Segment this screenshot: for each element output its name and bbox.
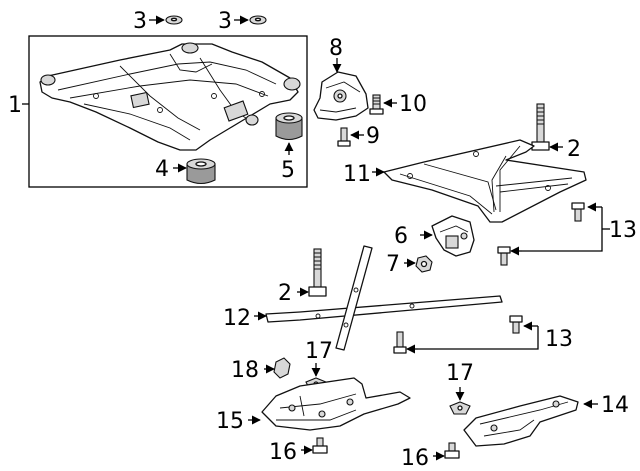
bolt-part-2b — [308, 248, 327, 297]
leader-13a-bracket — [522, 207, 603, 252]
callout-10: 10 — [399, 92, 427, 117]
callout-2b: 2 — [278, 281, 292, 306]
callout-17a: 17 — [305, 339, 333, 364]
washer-part-3b — [249, 15, 267, 25]
callout-6: 6 — [394, 224, 408, 249]
bolt-part-9 — [337, 127, 351, 147]
callout-13a: 13 — [609, 218, 637, 243]
callout-1: 1 — [8, 93, 22, 118]
callout-12: 12 — [223, 306, 251, 331]
bolt-part-16b — [444, 442, 460, 459]
callout-9: 9 — [366, 124, 380, 149]
clip-part-18 — [273, 357, 291, 379]
callout-7: 7 — [386, 252, 400, 277]
leader-13b-bracket — [418, 326, 539, 350]
bolt-part-2a — [531, 103, 550, 151]
callout-18: 18 — [231, 358, 259, 383]
bolt-part-13b — [497, 246, 511, 266]
subframe-part-1 — [39, 42, 301, 151]
bolt-part-16a — [312, 437, 328, 454]
callout-2a: 2 — [567, 137, 581, 162]
callout-16a: 16 — [269, 440, 297, 465]
shield-part-15 — [261, 377, 411, 431]
bolt-part-13a — [571, 202, 585, 222]
shield-part-14 — [463, 395, 579, 447]
callout-14: 14 — [601, 393, 629, 418]
callout-13b: 13 — [545, 327, 573, 352]
callout-5: 5 — [281, 158, 295, 183]
brace-part-12 — [265, 245, 503, 351]
callout-3a: 3 — [133, 9, 147, 34]
clip-part-17b — [449, 401, 471, 415]
bracket-part-6 — [431, 215, 475, 257]
bushing-part-5 — [275, 112, 303, 141]
brace-part-11 — [383, 139, 587, 223]
nut-part-7 — [415, 255, 433, 273]
callout-8: 8 — [329, 36, 343, 61]
bracket-part-8 — [313, 71, 369, 121]
subframe-group-box — [28, 35, 308, 188]
bolt-part-13c — [509, 315, 523, 334]
callout-16b: 16 — [401, 446, 429, 471]
bolt-part-13d — [393, 331, 407, 354]
callout-3b: 3 — [218, 9, 232, 34]
washer-part-3a — [165, 15, 183, 25]
callout-15: 15 — [216, 409, 244, 434]
callout-17b: 17 — [446, 361, 474, 386]
callout-4: 4 — [155, 157, 169, 182]
callout-11: 11 — [343, 162, 371, 187]
bushing-part-4 — [186, 158, 216, 185]
bolt-part-10 — [369, 94, 384, 115]
